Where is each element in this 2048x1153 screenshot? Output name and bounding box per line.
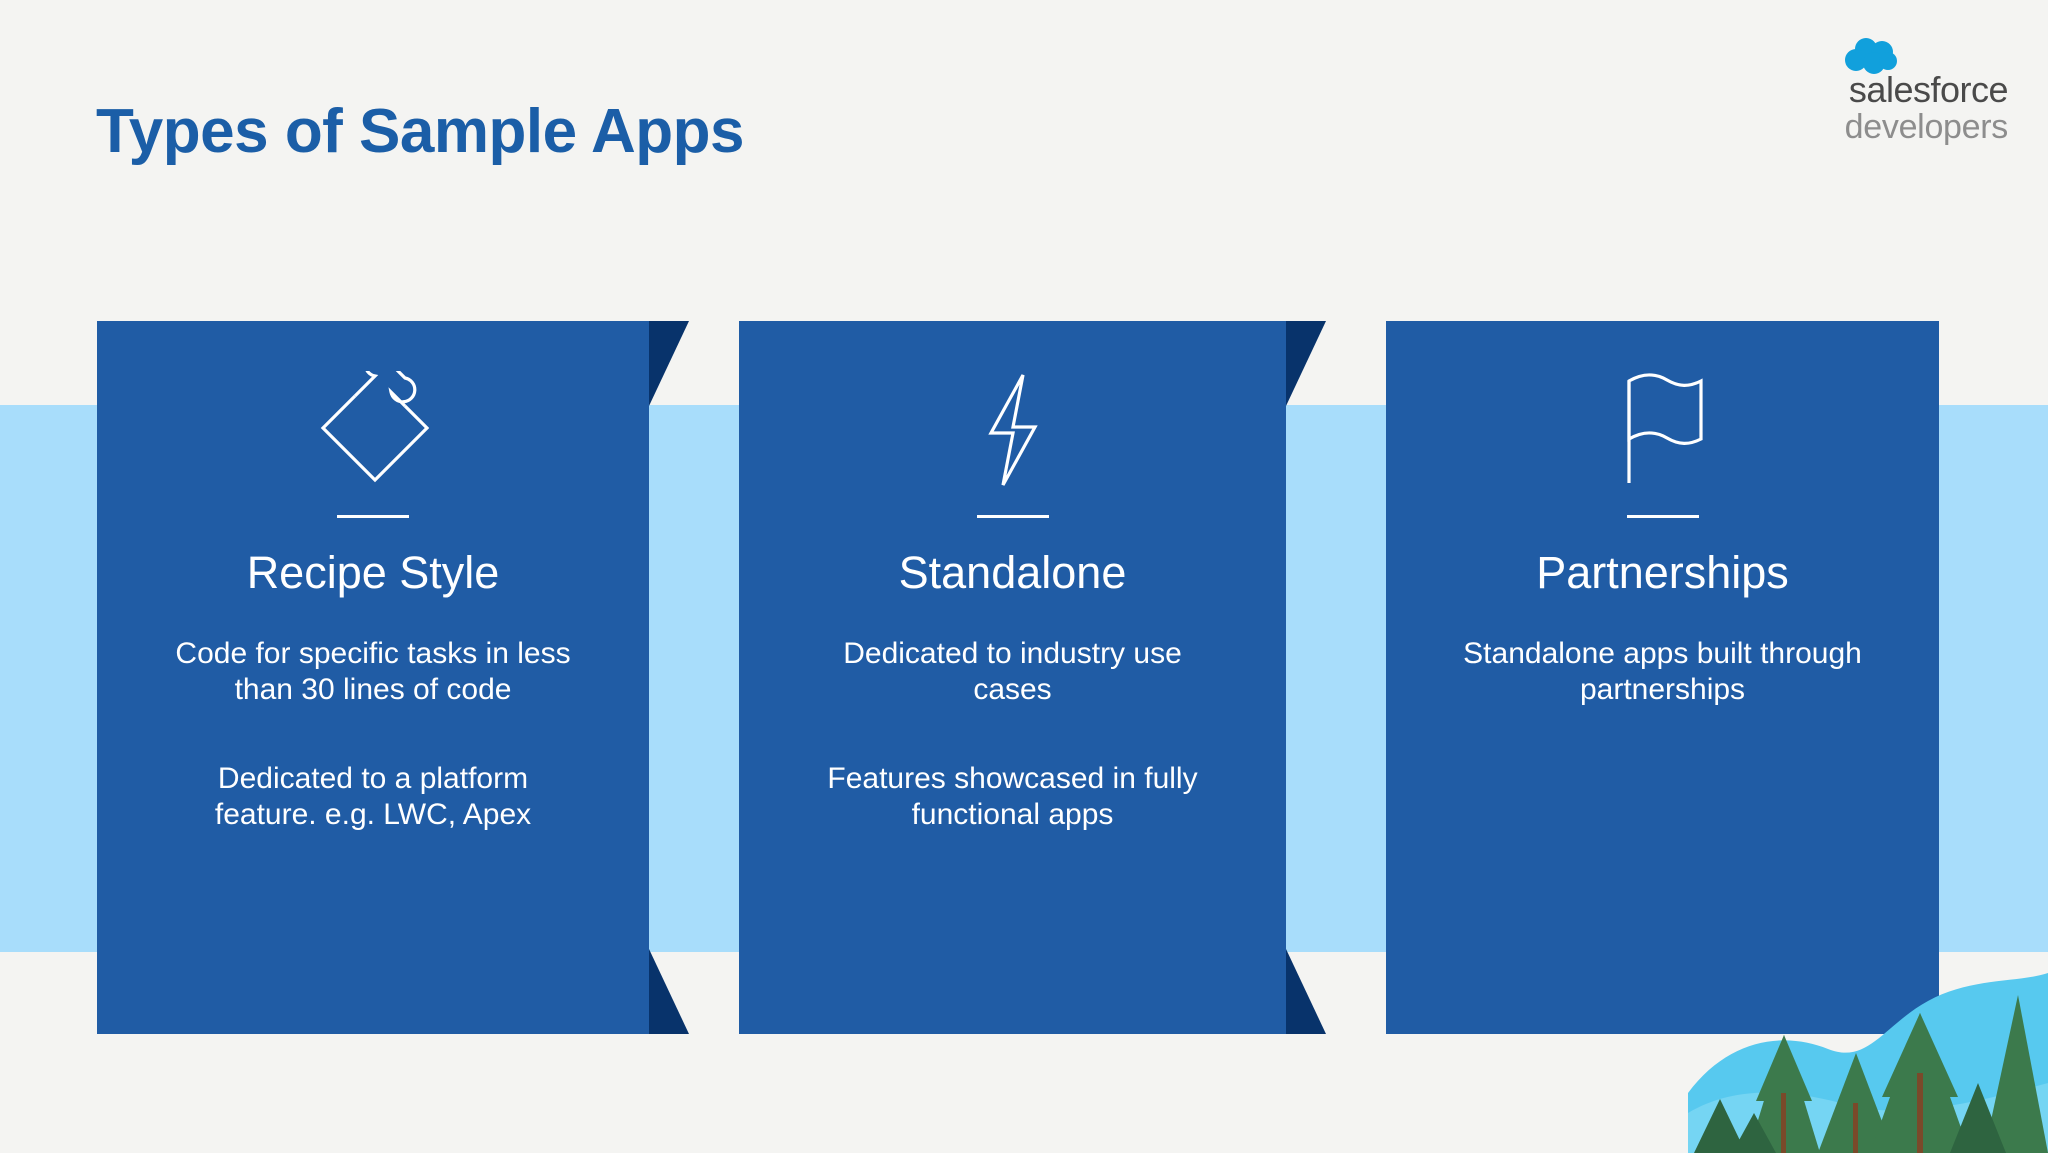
card-standalone[interactable]: Standalone Dedicated to industry use cas… [739,321,1286,1034]
card-fold-top-2 [1286,321,1326,406]
logo-subtext: developers [1844,108,2009,146]
card-partnerships[interactable]: Partnerships Standalone apps built throu… [1386,321,1939,1034]
card-fold-top-1 [649,321,689,406]
puzzle-piece-icon [97,371,649,489]
card-body-line-1: Dedicated to industry use cases [843,636,1182,707]
flag-icon [1386,371,1939,489]
card-divider-rule [976,515,1049,518]
card-heading: Partnerships [1536,547,1789,598]
card-divider-rule [337,515,409,518]
page-title: Types of Sample Apps [96,97,745,166]
cloud-icon [1845,38,1897,74]
card-recipe-style[interactable]: Recipe Style Code for specific tasks in … [97,321,649,1034]
card-divider-rule [1626,515,1699,518]
card-body-line-2: Dedicated to a platform feature. e.g. LW… [214,761,532,832]
card-heading: Recipe Style [246,547,500,598]
card-body-line-1: Standalone apps built through partnershi… [1463,636,1862,707]
card-fold-bottom-1 [649,949,689,1034]
logo-wordmark: salesforce [1848,69,2009,110]
card-heading: Standalone [898,547,1127,598]
card-fold-bottom-2 [1286,949,1326,1034]
salesforce-developers-logo: salesforce developers [1808,30,2028,144]
card-body-line-2: Features showcased in fully functional a… [827,761,1198,832]
card-body-line-1: Code for specific tasks in less than 30 … [175,636,571,707]
lightning-bolt-icon [739,371,1286,489]
